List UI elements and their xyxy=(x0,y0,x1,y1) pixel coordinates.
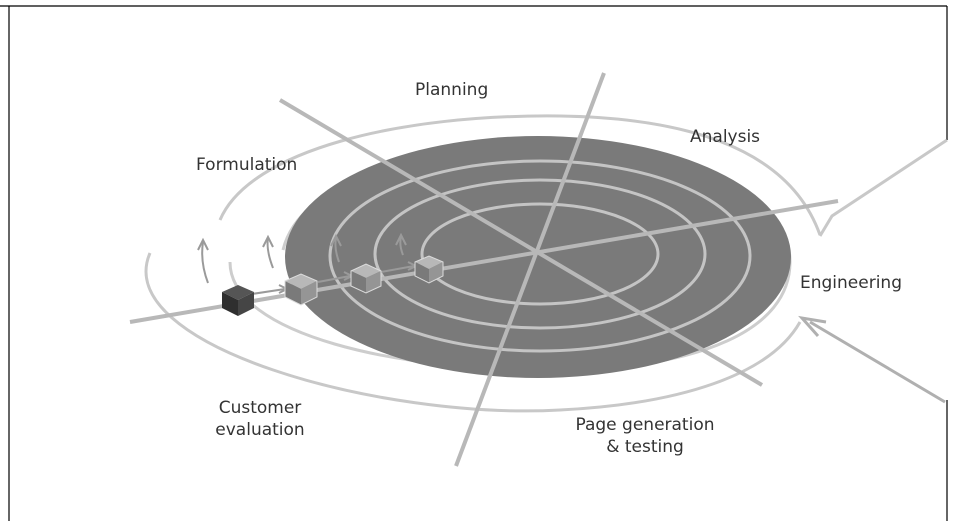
label-customer-evaluation-line1: Customer xyxy=(218,398,302,418)
spiral-exit xyxy=(818,138,948,237)
entry-arrow-shaft xyxy=(809,320,946,404)
label-analysis: Analysis xyxy=(690,127,761,147)
outer-spiral-upper xyxy=(218,114,822,236)
cube-4 xyxy=(414,255,444,284)
ring-2 xyxy=(373,178,707,330)
cube-1 xyxy=(222,285,254,316)
label-engineering: Engineering xyxy=(800,273,902,293)
ring-3 xyxy=(328,159,752,353)
dark-disk xyxy=(285,136,791,378)
label-page-generation-testing: Page generation & testing xyxy=(545,414,745,458)
cube-2 xyxy=(284,273,318,306)
entry-arrow-head xyxy=(798,315,827,337)
axis-diagonal xyxy=(278,98,764,387)
label-page-generation-line1: Page generation xyxy=(575,415,715,435)
ring-1 xyxy=(420,202,660,306)
label-customer-evaluation-line2: evaluation xyxy=(215,420,305,440)
axis-vertical xyxy=(454,72,606,467)
label-planning: Planning xyxy=(415,80,489,100)
label-formulation: Formulation xyxy=(196,155,298,175)
label-page-generation-line2: & testing xyxy=(606,437,684,457)
cube-3 xyxy=(350,263,382,294)
label-customer-evaluation: Customer evaluation xyxy=(200,397,320,441)
